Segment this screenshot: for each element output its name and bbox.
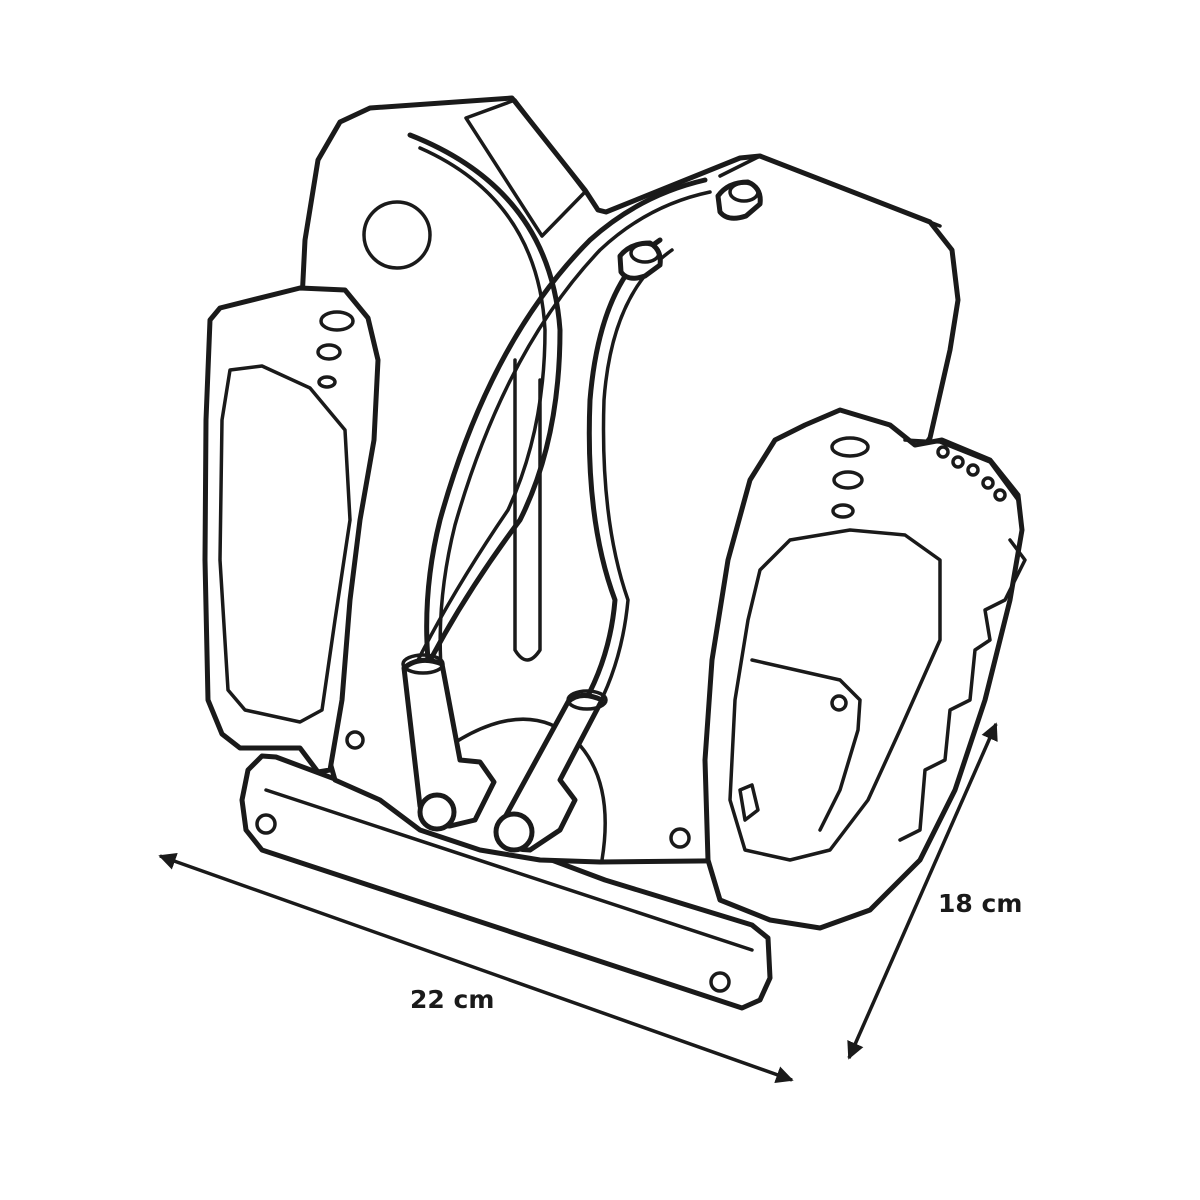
grip-hole: [316, 343, 342, 361]
dimension-height: 18 cm: [847, 722, 1022, 1060]
width-label: 22 cm: [410, 985, 494, 1014]
dimension-width: 22 cm: [158, 853, 794, 1083]
screw-hole: [345, 730, 365, 750]
left-handle: [202, 285, 381, 775]
pegs: [617, 179, 763, 281]
vent-hole: [993, 488, 1007, 502]
vent-hole: [936, 445, 950, 459]
right-handle: [702, 407, 1027, 931]
guide-rod-left: [407, 132, 563, 683]
height-arrow: [847, 722, 998, 1060]
grip-hole: [832, 470, 864, 490]
grip-hole: [830, 436, 870, 458]
guide-rod-right: [424, 177, 708, 683]
screw-hole: [830, 694, 848, 712]
grip-hole: [831, 503, 855, 519]
width-arrow: [158, 853, 794, 1083]
height-label: 18 cm: [938, 889, 1022, 918]
rod-knobs: [401, 653, 608, 853]
guide-slot: [513, 358, 542, 662]
screw-hole: [255, 813, 277, 835]
round-badge: [362, 200, 432, 270]
guide-rods: [407, 132, 712, 716]
screw-hole: [669, 827, 691, 849]
vent-hole: [966, 463, 980, 477]
vent-hole: [981, 476, 995, 490]
vent-hole: [951, 455, 965, 469]
grip-hole: [319, 310, 355, 332]
grip-hole: [317, 375, 337, 389]
